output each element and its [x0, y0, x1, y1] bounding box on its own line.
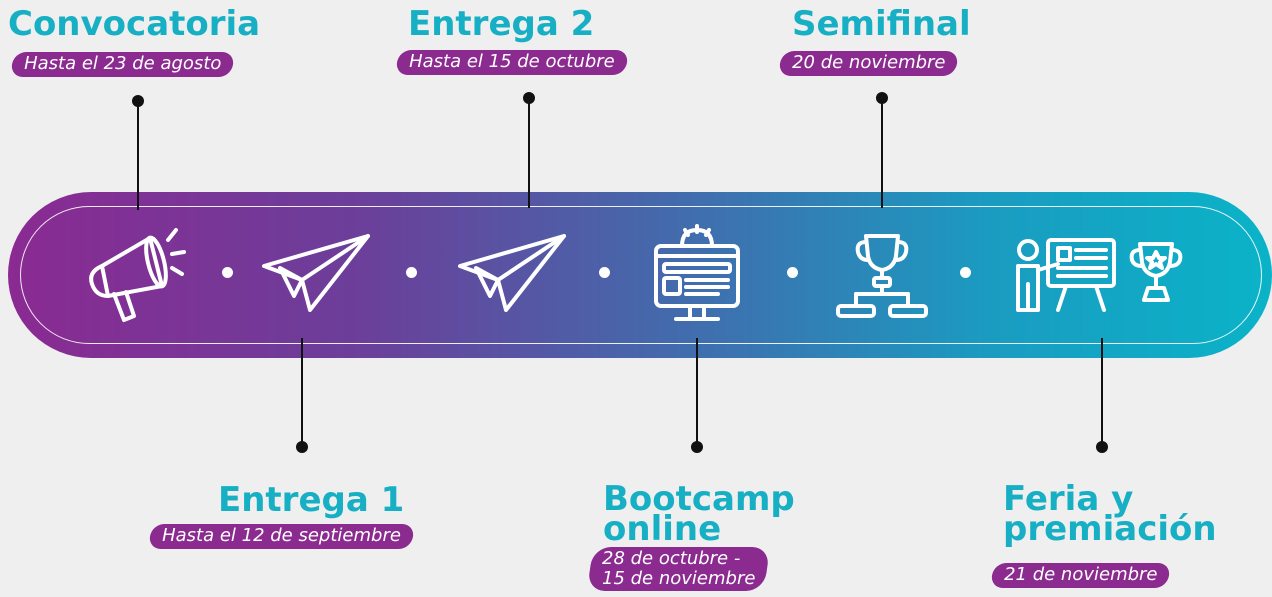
connector-line: [301, 338, 303, 446]
milestone-date-semifinal: 20 de noviembre: [778, 51, 960, 76]
separator-dot: [960, 267, 971, 278]
milestone-date-convocatoria: Hasta el 23 de agosto: [10, 52, 236, 77]
milestone-title-bootcamp: Bootcamp online: [603, 479, 795, 549]
milestone-date-entrega-2: Hasta el 15 de octubre: [395, 50, 629, 75]
connector-line: [881, 98, 883, 208]
milestone-date-entrega-1: Hasta el 12 de septiembre: [148, 524, 415, 549]
separator-dot: [222, 267, 233, 278]
connector-pin: [1096, 441, 1108, 453]
connector-pin: [691, 441, 703, 453]
connector-line: [696, 338, 698, 446]
connector-line: [1101, 338, 1103, 446]
milestone-title-convocatoria: Convocatoria: [8, 4, 261, 44]
tournament-trophy-icon: [836, 234, 928, 318]
milestone-title-entrega-2: Entrega 2: [408, 4, 595, 44]
milestone-title-feria: Feria y premiación: [1003, 479, 1217, 549]
separator-dot: [787, 267, 798, 278]
milestone-date-bootcamp-line1: 28 de octubre -: [602, 548, 741, 569]
milestone-title-bootcamp-line2: online: [603, 509, 722, 549]
milestone-title-bootcamp-line1: Bootcamp: [603, 479, 795, 519]
milestone-title-entrega-1: Entrega 1: [218, 480, 405, 520]
paper-plane-icon: [262, 234, 370, 312]
paper-plane-icon: [458, 234, 566, 312]
milestone-title-feria-line1: Feria y: [1003, 479, 1134, 519]
presentation-trophy-icon: [1016, 238, 1183, 312]
computer-settings-icon: [654, 224, 740, 321]
timeline-band-outline: [20, 206, 1262, 344]
connector-line: [137, 101, 139, 210]
separator-dot: [599, 267, 610, 278]
milestone-title-feria-line2: premiación: [1003, 509, 1217, 549]
milestone-date-bootcamp-line2: 15 de noviembre: [602, 568, 756, 589]
megaphone-icon: [89, 228, 186, 322]
milestone-title-semifinal: Semifinal: [792, 4, 971, 44]
milestone-date-feria: 21 de noviembre: [990, 563, 1172, 588]
connector-line: [528, 98, 530, 208]
separator-dot: [406, 267, 417, 278]
connector-pin: [296, 441, 308, 453]
milestone-date-bootcamp: 28 de octubre -15 de noviembre: [586, 547, 771, 591]
